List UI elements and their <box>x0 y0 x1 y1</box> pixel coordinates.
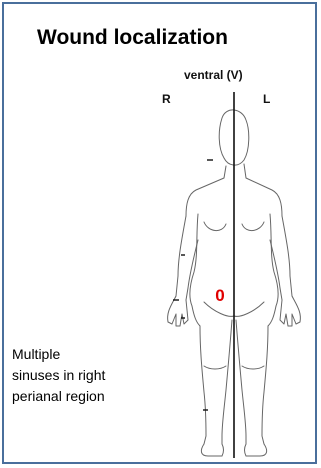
foot-left <box>245 444 267 456</box>
leg-left <box>236 320 268 444</box>
note-line-3: perianal region <box>12 386 105 407</box>
foot-right <box>201 444 223 456</box>
arm-right <box>176 216 198 300</box>
wound-marker: 0 <box>215 286 224 305</box>
note-line-1: Multiple <box>12 344 105 365</box>
wound-description: Multiple sinuses in right perianal regio… <box>12 344 105 407</box>
note-line-2: sinuses in right <box>12 365 105 386</box>
hand-left <box>280 296 300 326</box>
leg-right <box>200 320 232 444</box>
arm-left <box>270 216 292 300</box>
tick-marks <box>173 160 213 410</box>
